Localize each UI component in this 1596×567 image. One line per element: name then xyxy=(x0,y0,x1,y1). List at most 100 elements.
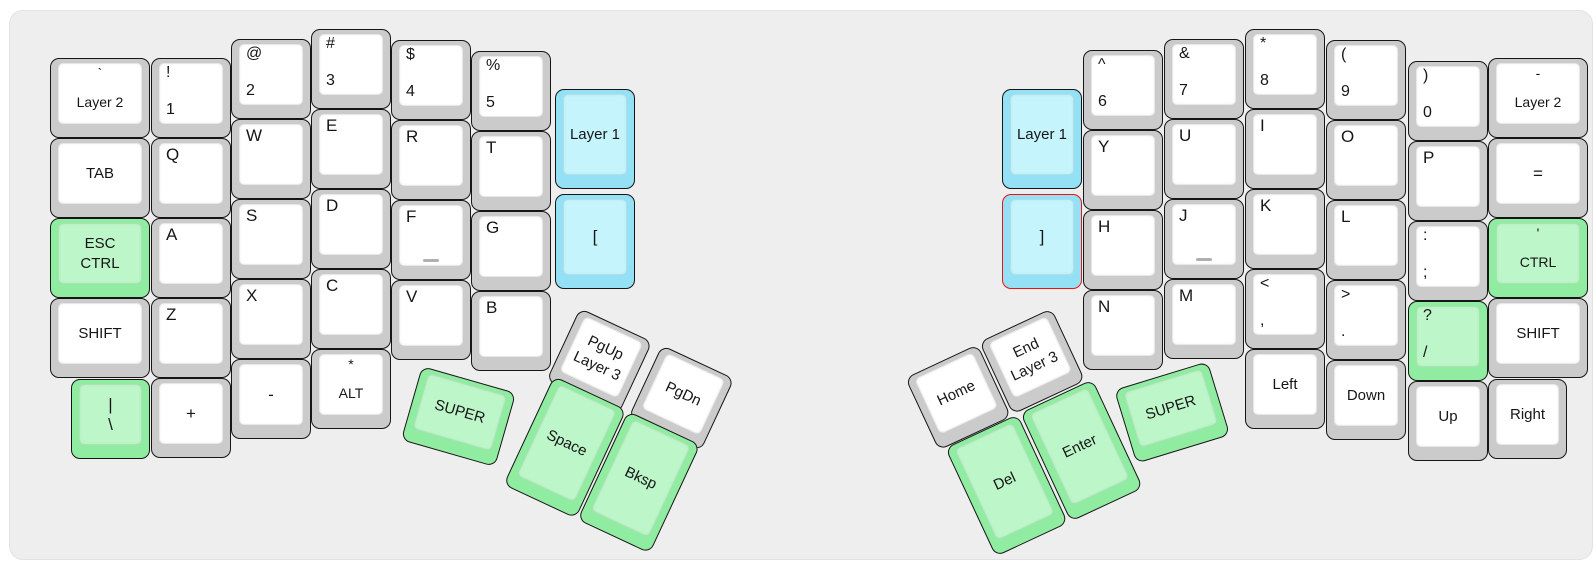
keycap-top: Z xyxy=(159,303,223,364)
key-super-right[interactable]: SUPER xyxy=(1114,361,1231,464)
key-o[interactable]: O xyxy=(1326,120,1406,200)
key-z[interactable]: Z xyxy=(151,298,231,378)
key-y[interactable]: Y xyxy=(1083,130,1163,210)
key-arrow-right[interactable]: Right xyxy=(1488,379,1567,459)
key-m[interactable]: M xyxy=(1164,279,1244,359)
key-e[interactable]: E xyxy=(311,109,391,189)
key-quote-ctrl[interactable]: 'CTRL xyxy=(1488,218,1588,298)
key-at-2[interactable]: @2 xyxy=(231,39,311,119)
key-h[interactable]: H xyxy=(1083,210,1163,290)
key-w[interactable]: W xyxy=(231,119,311,199)
key-a[interactable]: A xyxy=(151,218,231,298)
key-lbracket[interactable]: [ xyxy=(555,194,635,289)
key-arrow-up[interactable]: Up xyxy=(1408,381,1488,461)
keycap-top: #3 xyxy=(319,34,383,95)
key-legend: 2 xyxy=(246,82,255,100)
key-legend: G xyxy=(486,218,500,237)
key-percent-5[interactable]: %5 xyxy=(471,51,551,131)
key-legend: SUPER xyxy=(432,396,487,428)
keycap-top: B xyxy=(479,296,543,357)
key-shift-right[interactable]: SHIFT xyxy=(1488,298,1588,378)
keycap-top: )0 xyxy=(1416,66,1480,127)
key-question-slash[interactable]: ?/ xyxy=(1408,301,1488,381)
key-layer1-left[interactable]: Layer 1 xyxy=(555,89,635,189)
key-p[interactable]: P xyxy=(1408,141,1488,221)
key-s[interactable]: S xyxy=(231,199,311,279)
key-legend: D xyxy=(326,196,339,215)
key-exclam-1[interactable]: !1 xyxy=(151,58,231,138)
key-r[interactable]: R xyxy=(391,120,471,200)
keycap-top: L xyxy=(1334,205,1398,266)
key-tab[interactable]: TAB xyxy=(50,138,150,218)
key-legend: 8 xyxy=(1260,72,1269,90)
key-j[interactable]: J xyxy=(1164,199,1244,279)
key-legend: Y xyxy=(1098,137,1110,156)
key-amp-7[interactable]: &7 xyxy=(1164,39,1244,119)
keycap-top: *8 xyxy=(1253,34,1317,95)
key-n[interactable]: N xyxy=(1083,290,1163,370)
keycap-top: S xyxy=(239,204,303,265)
key-f[interactable]: F xyxy=(391,200,471,280)
key-grave-layer2[interactable]: `Layer 2 xyxy=(50,58,150,138)
key-t[interactable]: T xyxy=(471,131,551,211)
keycap-top: !1 xyxy=(159,63,223,124)
key-legend: J xyxy=(1179,206,1188,225)
key-legend: > xyxy=(1341,286,1351,303)
key-legend: Right xyxy=(1509,405,1546,423)
key-d[interactable]: D xyxy=(311,189,391,269)
key-u[interactable]: U xyxy=(1164,119,1244,199)
key-hash-3[interactable]: #3 xyxy=(311,29,391,109)
key-shift-left[interactable]: SHIFT xyxy=(50,298,150,378)
keycap-top: J xyxy=(1172,204,1236,265)
key-legend: Layer 2 xyxy=(76,94,124,110)
key-legend: ] xyxy=(1039,227,1045,247)
key-legend: 3 xyxy=(326,72,335,90)
key-rbracket[interactable]: ] xyxy=(1002,194,1082,289)
key-minus-layer2[interactable]: -Layer 2 xyxy=(1488,58,1588,138)
key-dollar-4[interactable]: $4 xyxy=(391,40,471,120)
key-legend: ( xyxy=(1341,46,1347,63)
key-q[interactable]: Q xyxy=(151,138,231,218)
key-c[interactable]: C xyxy=(311,269,391,349)
key-layer1-right[interactable]: Layer 1 xyxy=(1002,89,1082,189)
key-rparen-0[interactable]: )0 xyxy=(1408,61,1488,141)
key-lparen-9[interactable]: (9 xyxy=(1326,40,1406,120)
key-v[interactable]: V xyxy=(391,280,471,360)
key-legend: * xyxy=(348,356,354,372)
key-plus[interactable]: + xyxy=(151,378,231,458)
key-arrow-left[interactable]: Left xyxy=(1245,349,1325,429)
keycap-top: |\ xyxy=(79,384,142,445)
key-pipe-backslash[interactable]: |\ xyxy=(71,379,150,459)
key-super-left[interactable]: SUPER xyxy=(400,366,517,468)
key-legend: - xyxy=(268,384,274,404)
key-arrow-down[interactable]: Down xyxy=(1326,360,1406,440)
key-k[interactable]: K xyxy=(1245,189,1325,269)
key-star-alt[interactable]: *ALT xyxy=(311,349,391,429)
key-colon-semicolon[interactable]: :; xyxy=(1408,221,1488,301)
keycap-top: T xyxy=(479,136,543,197)
key-x[interactable]: X xyxy=(231,279,311,359)
key-lt-comma[interactable]: <, xyxy=(1245,269,1325,349)
key-minus-left[interactable]: - xyxy=(231,359,311,439)
keycap-top: H xyxy=(1091,215,1155,276)
key-l[interactable]: L xyxy=(1326,200,1406,280)
key-star-8[interactable]: *8 xyxy=(1245,29,1325,109)
key-gt-period[interactable]: >. xyxy=(1326,280,1406,360)
key-g[interactable]: G xyxy=(471,211,551,291)
key-legend: , xyxy=(1260,312,1265,330)
key-equals[interactable]: = xyxy=(1488,138,1588,218)
homing-bar xyxy=(423,259,439,262)
key-b[interactable]: B xyxy=(471,291,551,371)
key-i[interactable]: I xyxy=(1245,109,1325,189)
homing-bar xyxy=(1196,258,1212,261)
key-legend: # xyxy=(326,35,335,52)
keycap-top: :; xyxy=(1416,226,1480,287)
key-legend: 7 xyxy=(1179,82,1188,100)
key-legend: O xyxy=(1341,127,1355,146)
key-legend: TAB xyxy=(85,164,115,182)
key-caret-6[interactable]: ^6 xyxy=(1083,50,1163,130)
key-legend: ^ xyxy=(1098,56,1106,73)
key-legend: \ xyxy=(108,414,113,434)
